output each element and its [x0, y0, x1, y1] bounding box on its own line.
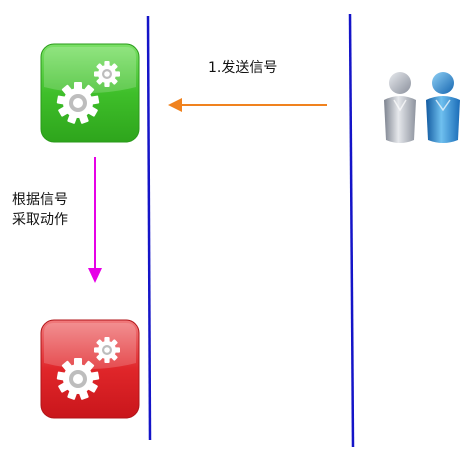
lifeline-user — [348, 13, 355, 448]
action-label-line-1: 根据信号 — [12, 192, 68, 208]
users-icon — [378, 70, 468, 146]
signal-arrow — [168, 98, 327, 112]
action-label-line-2: 采取动作 — [12, 212, 68, 228]
lifeline-process — [146, 15, 152, 441]
gears-icon — [40, 319, 140, 419]
process-running-tile — [40, 43, 140, 143]
gears-icon — [40, 43, 140, 143]
action-arrow — [88, 157, 102, 283]
process-acting-tile — [40, 319, 140, 419]
signal-label: 1.发送信号 — [208, 60, 278, 76]
action-label: 根据信号 采取动作 — [12, 190, 68, 230]
